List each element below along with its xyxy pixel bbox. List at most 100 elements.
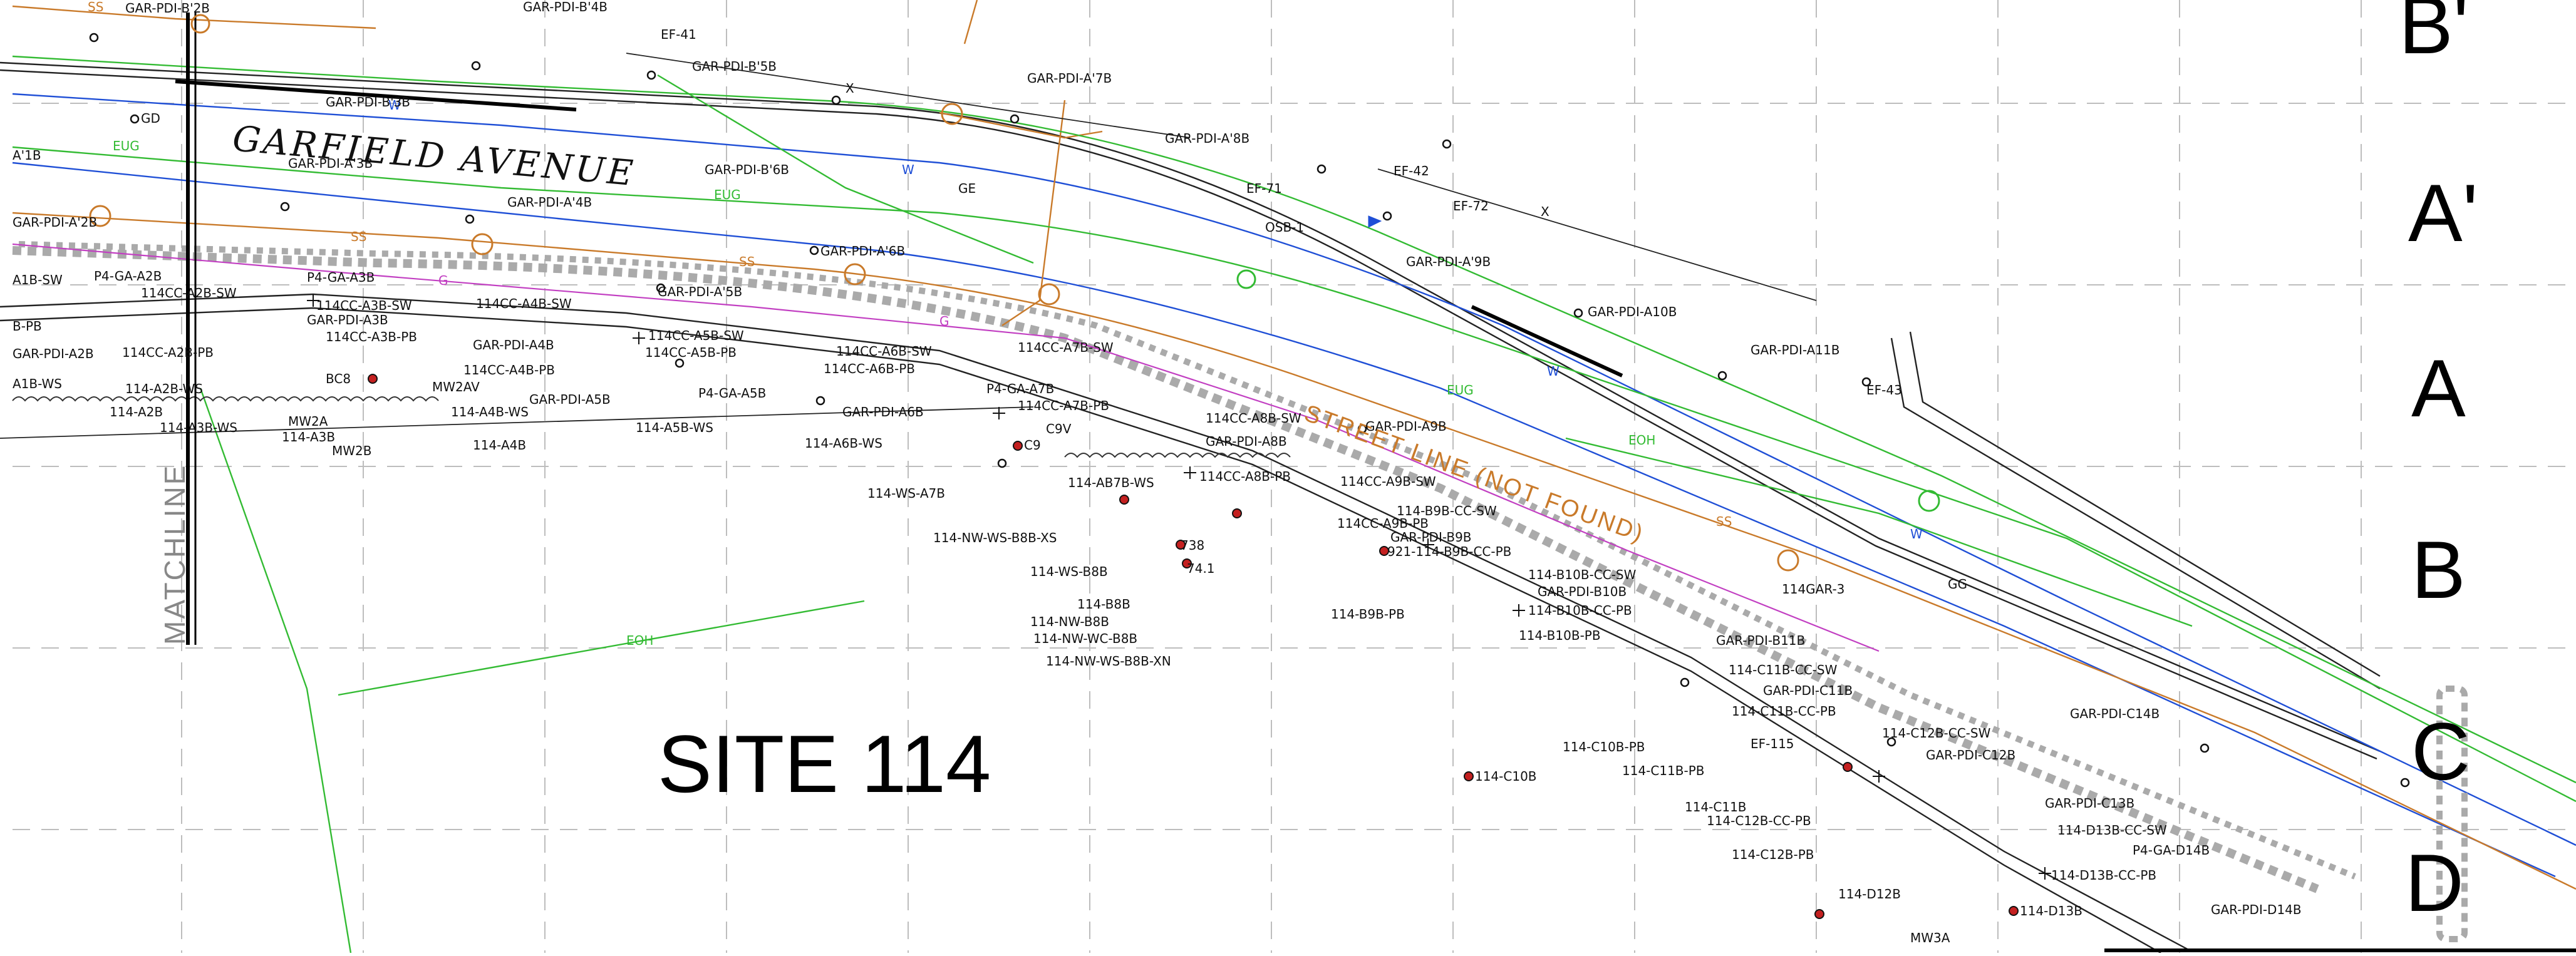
point-label: 114-A3B: [282, 429, 335, 445]
zone-label-d: D: [2405, 837, 2464, 928]
storm-sewer-lines: [12, 0, 2576, 890]
point-label: P4-GA-A2B: [94, 269, 162, 284]
point-label: 114-WS-A7B: [867, 486, 945, 501]
point-label: 114-B10B-PB: [1519, 628, 1601, 643]
point-label: 114CC-A4B-SW: [476, 296, 572, 311]
flag-icon: [1368, 215, 1382, 228]
point-label: GAR-PDI-A8B: [1206, 434, 1287, 449]
point-label: 114CC-A7B-PB: [1018, 398, 1109, 413]
electric-code: EUG: [113, 138, 140, 153]
storm-code: SS: [1716, 514, 1732, 529]
point-label: 114-A4B-WS: [451, 404, 529, 419]
point-label: 114-A5B-WS: [636, 420, 713, 435]
manhole-symbols: [89, 14, 1799, 572]
point-label: GAR-PDI-A'2B: [13, 215, 97, 230]
point-label: GAR-PDI-C13B: [2045, 796, 2134, 811]
point-label: BC8: [326, 371, 351, 386]
wavy-edge-lines: [12, 396, 1291, 458]
point-label: GAR-PDI-C12B: [1926, 748, 2015, 763]
point-label: 114-D12B: [1838, 887, 1901, 902]
point-label: GAR-PDI-A9B: [1365, 419, 1447, 434]
point-label: 114-AB7B-WS: [1068, 475, 1154, 490]
point-label: GAR-PDI-A'5B: [658, 284, 742, 299]
point-label: 114-A6B-WS: [805, 436, 882, 451]
cd-zone-outline: [2436, 686, 2468, 942]
point-label: MW2B: [332, 443, 371, 458]
point-label: 114-B9B-PB: [1331, 607, 1405, 622]
gas-lines: [12, 243, 1880, 652]
point-label: 114-NW-WC-B8B: [1033, 631, 1137, 646]
point-label: GAR-PDI-D14B: [2211, 902, 2302, 917]
point-label: EF-42: [1394, 163, 1429, 178]
point-label: GAR-PDI-B10B: [1538, 584, 1627, 599]
point-label: 114-C10B: [1475, 769, 1537, 784]
point-label: 114-B10B-CC-SW: [1528, 567, 1637, 582]
stake-markers: [89, 33, 2410, 788]
point-label: 114-A2B: [110, 404, 163, 419]
point-label: 114-C12B-CC-SW: [1882, 726, 1991, 741]
point-label: A1B-SW: [13, 272, 63, 287]
point-label: P4-GA-A3B: [307, 270, 375, 285]
zone-label-b: B: [2411, 524, 2466, 615]
point-labels: GAR-PDI-B'2B GAR-PDI-B'4B EF-41 GAR-PDI-…: [13, 0, 2302, 945]
street-line-dotted: [12, 246, 2319, 893]
zone-label-bprime: B': [2399, 0, 2469, 71]
point-label: 114CC-A5B-SW: [648, 328, 744, 343]
point-label: GAR-PDI-B'3B: [326, 95, 410, 110]
point-label: GAR-PDI-A5B: [529, 392, 611, 407]
point-label: EF-115: [1751, 736, 1794, 751]
electric-code: EOH: [1628, 433, 1655, 448]
street-line-dotted-2: [18, 241, 2356, 880]
zone-label-c: C: [2411, 706, 2470, 797]
point-label: MW3A: [1910, 930, 1950, 945]
electric-lines: [12, 55, 2576, 953]
point-label: C9: [1024, 438, 1041, 453]
point-label: 921-114-B9B-CC-PB: [1387, 544, 1511, 559]
point-label: GAR-PDI-B'5B: [692, 59, 777, 74]
electric-code: EUG: [1447, 383, 1474, 398]
point-label: 114-C11B-CC-PB: [1732, 704, 1836, 719]
point-label: GAR-PDI-A'7B: [1027, 71, 1112, 86]
matchline: [186, 13, 197, 645]
electric-vault-symbols: [1236, 269, 1940, 512]
point-label: C9V: [1046, 421, 1072, 436]
zone-label-aprime: A': [2408, 167, 2478, 259]
utility-code-labels: W W W W SS SS SS SS EUG EUG EUG EOH EOH …: [88, 0, 1923, 648]
point-label: GAR-PDI-A'9B: [1406, 254, 1491, 269]
point-label: 114-D13B-CC-PB: [2051, 868, 2156, 883]
point-label: 114CC-A2B-PB: [122, 345, 214, 360]
point-label: EF-41: [661, 27, 696, 42]
water-code: W: [388, 98, 401, 113]
grid-lines: [13, 0, 2576, 953]
street-edge-lines: [0, 61, 2381, 954]
site-title: SITE 114: [658, 718, 991, 810]
point-label: 114CC-A7B-SW: [1018, 340, 1114, 355]
fence-code: X: [1541, 204, 1549, 219]
point-label: MW2A: [288, 414, 328, 429]
point-label: 114CC-A9B-SW: [1340, 474, 1436, 489]
point-label: 114-B8B: [1077, 597, 1130, 612]
point-label: GAR-PDI-C14B: [2070, 706, 2160, 721]
point-label: 114CC-A6B-SW: [836, 344, 932, 359]
point-label: 114CC-A6B-PB: [824, 361, 915, 376]
point-label: GAR-PDI-B11B: [1716, 633, 1805, 648]
point-label: 114-B9B-CC-SW: [1397, 503, 1497, 518]
point-label: 114-C11B-CC-SW: [1729, 662, 1838, 677]
thick-street-segments: [175, 80, 2576, 952]
point-label: GAR-PDI-C11B: [1763, 683, 1853, 698]
point-label: 114CC-A4B-PB: [463, 362, 555, 378]
point-label: 114-A3B-WS: [160, 420, 237, 435]
matchline-label: MATCHLINE: [158, 464, 191, 645]
point-label: GAR-PDI-A'6B: [820, 244, 905, 259]
point-label: EF-43: [1866, 383, 1902, 398]
point-label: 74.1: [1187, 561, 1215, 576]
point-label: 114CC-A8B-PB: [1199, 469, 1291, 484]
fence-lines: [0, 53, 1817, 439]
water-lines: [12, 93, 2576, 878]
point-label: GAR-PDI-A'3B: [288, 156, 373, 171]
point-label: GG: [1948, 577, 1967, 592]
point-label: GAR-PDI-A'4B: [507, 195, 592, 210]
point-label: 114-C11B: [1685, 799, 1747, 815]
point-label: P4-GA-A5B: [698, 386, 766, 401]
point-label: 114-A2B-WS: [125, 381, 203, 396]
